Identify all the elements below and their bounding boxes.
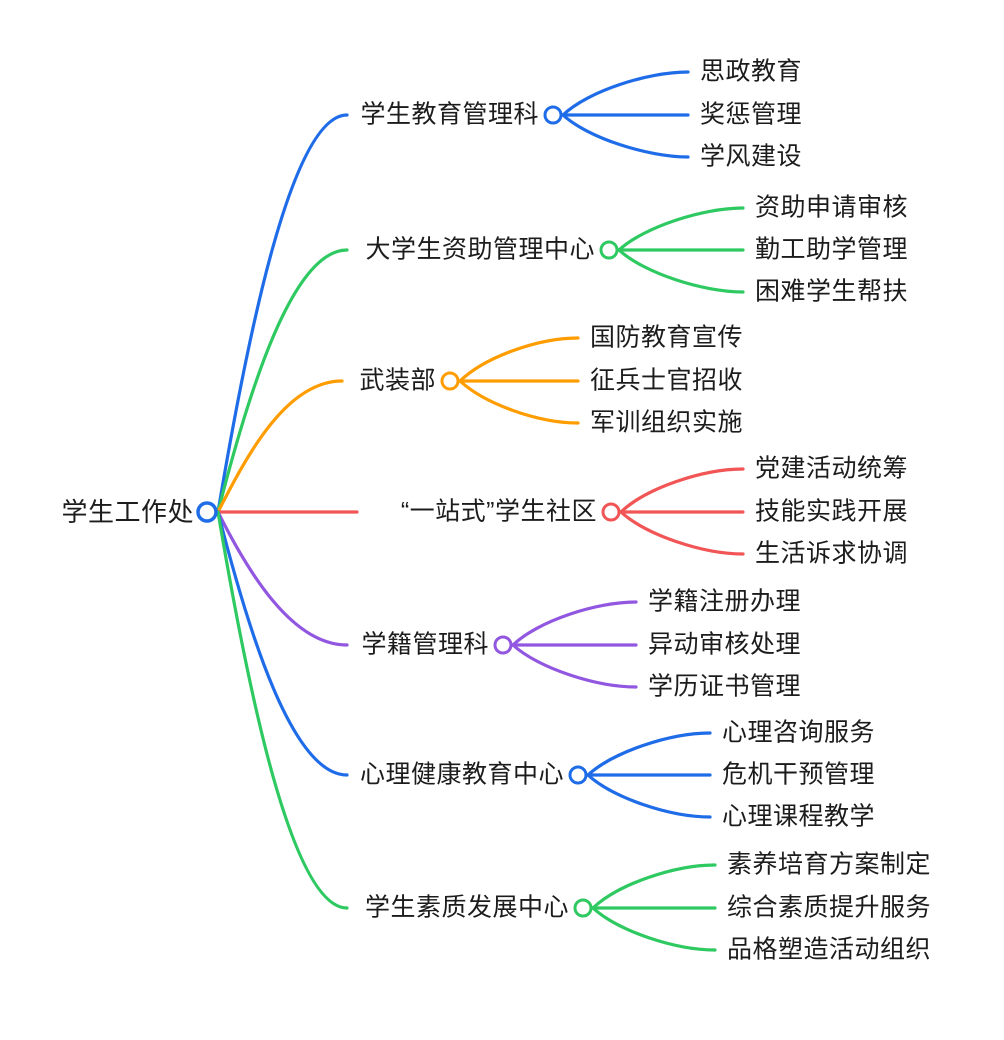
branch-6-node-circle[interactable] <box>568 765 588 785</box>
connector-branch-1-child-1 <box>561 70 690 117</box>
branch-4-label[interactable]: “一站式”学生社区 <box>400 497 597 526</box>
branch-1-node-circle[interactable] <box>543 105 563 125</box>
connector-root-to-branch-1 <box>216 113 349 514</box>
connector-root-to-branch-6 <box>216 510 349 777</box>
branch-7-child-3-label[interactable]: 品格塑造活动组织 <box>727 935 932 964</box>
connector-branch-6-child-1 <box>586 731 712 777</box>
connector-branch-6-child-3 <box>586 773 712 819</box>
connector-branch-4-child-1 <box>619 467 745 514</box>
connector-root-to-branch-2 <box>216 248 349 514</box>
connector-branch-2-child-1 <box>617 206 745 252</box>
branch-4-child-1-label[interactable]: 党建活动统筹 <box>755 454 909 483</box>
branch-6-child-2-label[interactable]: 危机干预管理 <box>722 760 876 789</box>
branch-3-node-circle[interactable] <box>440 371 460 391</box>
branch-2-child-3-label[interactable]: 困难学生帮扶 <box>755 277 909 306</box>
connector-branch-1-child-3 <box>561 113 690 159</box>
branch-5-label[interactable]: 学籍管理科 <box>361 630 489 659</box>
branch-6-child-1-label[interactable]: 心理咨询服务 <box>722 718 876 747</box>
branch-6-child-3-label[interactable]: 心理课程教学 <box>722 802 876 831</box>
branch-7-child-1-label[interactable]: 素养培育方案制定 <box>727 850 932 879</box>
branch-4-node-circle[interactable] <box>601 502 621 522</box>
branch-3-child-3-label[interactable]: 军训组织实施 <box>590 408 744 437</box>
branch-6-label[interactable]: 心理健康教育中心 <box>359 760 564 789</box>
branch-1-child-3-label[interactable]: 学风建设 <box>700 142 803 171</box>
branch-1-label[interactable]: 学生教育管理科 <box>360 100 539 129</box>
branch-7-label[interactable]: 学生素质发展中心 <box>364 893 569 922</box>
branch-2-node-circle[interactable] <box>599 240 619 260</box>
branch-3-child-2-label[interactable]: 征兵士官招收 <box>590 366 744 395</box>
root-node-label[interactable]: 学生工作处 <box>61 497 194 527</box>
connector-branch-3-child-3 <box>458 379 580 425</box>
connector-branch-3-child-1 <box>458 336 580 383</box>
branch-1-child-1-label[interactable]: 思政教育 <box>700 57 803 86</box>
branch-2-label[interactable]: 大学生资助管理中心 <box>365 235 595 264</box>
branch-4-child-3-label[interactable]: 生活诉求协调 <box>755 539 909 568</box>
connector-root-to-branch-3 <box>216 379 344 514</box>
branch-7-child-2-label[interactable]: 综合素质提升服务 <box>727 893 932 922</box>
branch-5-node-circle[interactable] <box>493 635 513 655</box>
branch-2-child-1-label[interactable]: 资助申请审核 <box>755 193 909 222</box>
branch-3-label[interactable]: 武装部 <box>359 366 436 395</box>
branch-5-child-1-label[interactable]: 学籍注册办理 <box>648 587 802 616</box>
branch-3-child-1-label[interactable]: 国防教育宣传 <box>590 323 744 352</box>
connector-branch-7-child-3 <box>591 906 717 952</box>
root-node-circle[interactable] <box>196 501 218 523</box>
connector-branch-5-child-3 <box>511 643 638 689</box>
connector-root-to-branch-7 <box>216 510 349 910</box>
connector-branch-2-child-3 <box>617 248 745 294</box>
branch-1-child-2-label[interactable]: 奖惩管理 <box>700 100 803 129</box>
connector-root-to-branch-5 <box>216 510 349 647</box>
connector-branch-5-child-1 <box>511 600 638 647</box>
branch-7-node-circle[interactable] <box>573 898 593 918</box>
branch-2-child-2-label[interactable]: 勤工助学管理 <box>755 235 909 264</box>
branch-5-child-2-label[interactable]: 异动审核处理 <box>648 630 802 659</box>
branch-4-child-2-label[interactable]: 技能实践开展 <box>755 497 909 526</box>
branch-5-child-3-label[interactable]: 学历证书管理 <box>648 672 802 701</box>
connector-branch-7-child-1 <box>591 863 717 910</box>
connector-branch-4-child-3 <box>619 510 745 556</box>
